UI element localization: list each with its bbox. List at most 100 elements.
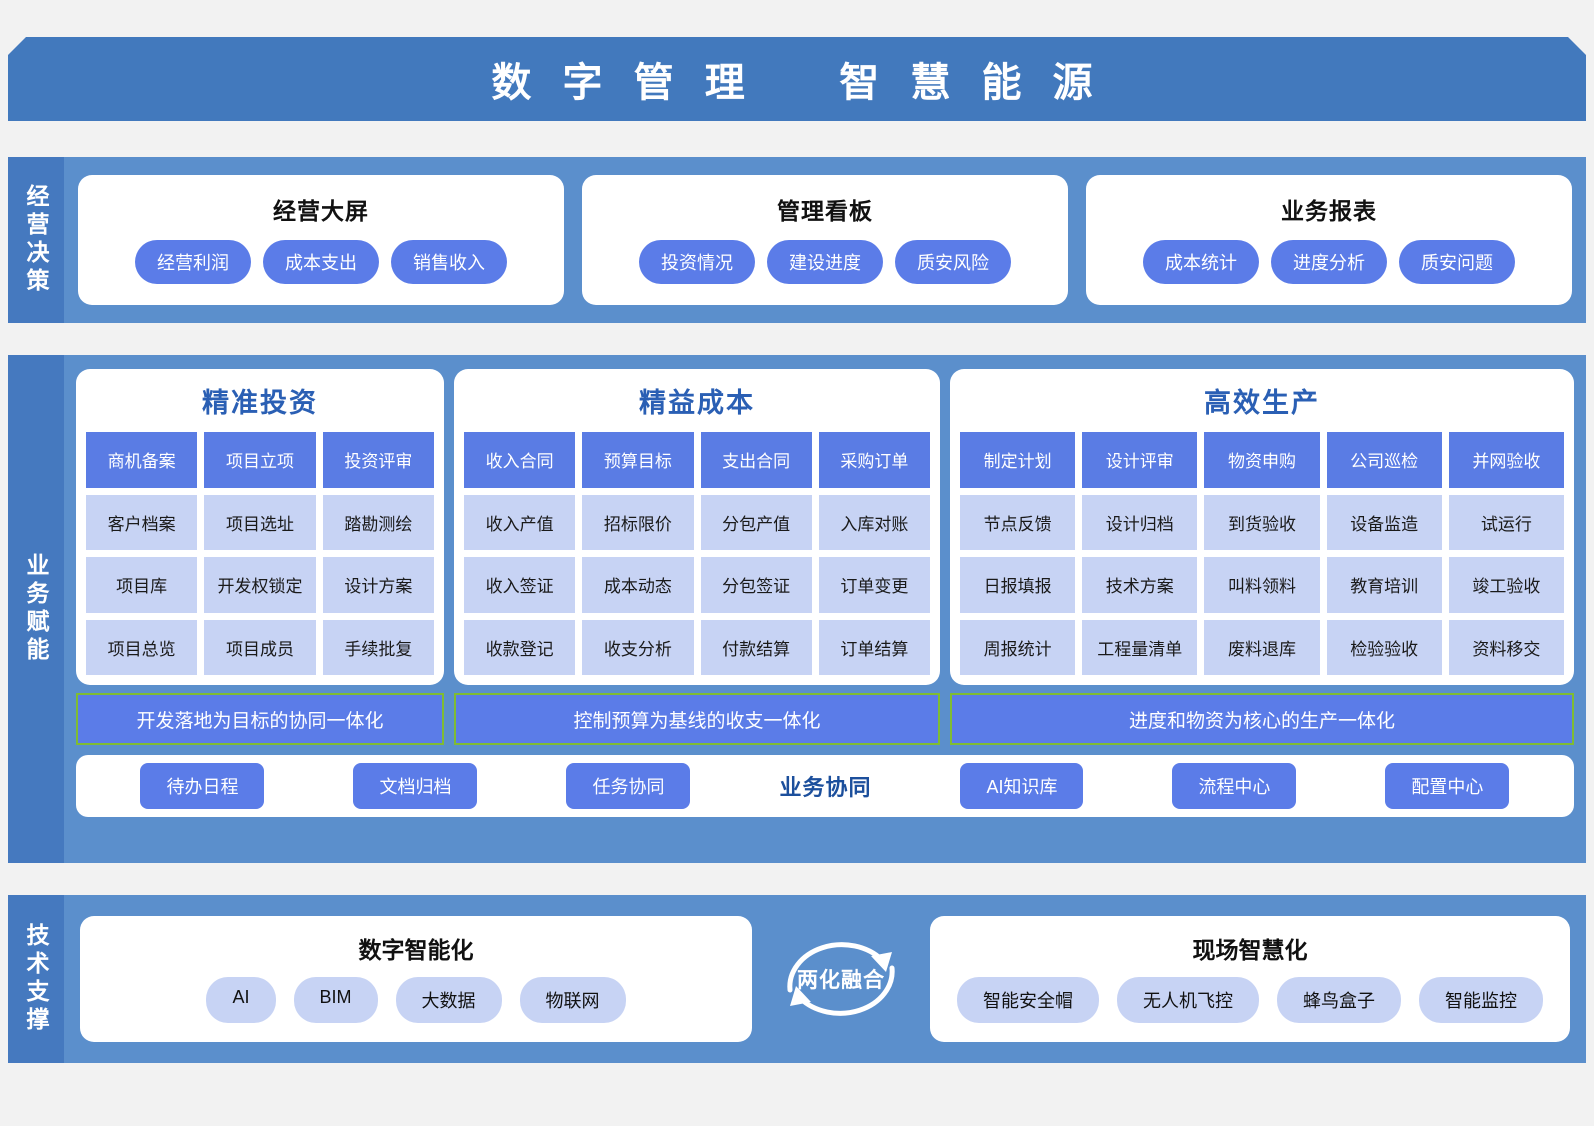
module-cell[interactable]: 资料移交 — [1448, 619, 1564, 675]
module-cell[interactable]: 设计归档 — [1082, 494, 1198, 550]
section-label-decision: 经营决策 — [8, 157, 64, 323]
collab-button-process-center[interactable]: 流程中心 — [1172, 763, 1297, 809]
integration-strip-production: 进度和物资为核心的生产一体化 — [950, 693, 1574, 745]
tech-pill-iot[interactable]: 物联网 — [519, 977, 626, 1023]
pill-button[interactable]: 质安风险 — [895, 240, 1011, 284]
module-cell[interactable]: 试运行 — [1448, 494, 1564, 550]
module-cell[interactable]: 检验验收 — [1326, 619, 1442, 675]
section-label-technology: 技术支撑 — [8, 895, 64, 1063]
collab-button-todo[interactable]: 待办日程 — [140, 763, 265, 809]
module-cell[interactable]: 开发权锁定 — [204, 557, 316, 613]
pill-button[interactable]: 销售收入 — [391, 240, 507, 284]
card-operation-screen[interactable]: 经营大屏 经营利润 成本支出 销售收入 — [78, 175, 564, 305]
module-cell[interactable]: 到货验收 — [1204, 494, 1320, 550]
tech-pill-ai[interactable]: AI — [206, 977, 276, 1023]
module-header-cell[interactable]: 投资评审 — [322, 432, 434, 488]
module-cell[interactable]: 工程量清单 — [1082, 619, 1198, 675]
module-cell[interactable]: 手续批复 — [322, 619, 434, 675]
tech-pill-bim[interactable]: BIM — [293, 977, 378, 1023]
collab-button-task[interactable]: 任务协同 — [566, 763, 691, 809]
collab-button-config-center[interactable]: 配置中心 — [1385, 763, 1510, 809]
card-management-board[interactable]: 管理看板 投资情况 建设进度 质安风险 — [582, 175, 1068, 305]
module-cell[interactable]: 入库对账 — [818, 494, 930, 550]
column-lean-cost: 精益成本 收入合同 预算目标 支出合同 采购订单 收入产值 招标限价 分包产值 … — [454, 369, 940, 685]
card-digital-intelligence: 数字智能化 AI BIM 大数据 物联网 — [80, 916, 752, 1042]
module-cell[interactable]: 收入产值 — [464, 494, 576, 550]
section-technology-body: 数字智能化 AI BIM 大数据 物联网 两化融合 现场智慧化 智能安全帽 无人… — [64, 895, 1586, 1063]
module-cell[interactable]: 订单结算 — [818, 619, 930, 675]
pill-button[interactable]: 成本统计 — [1143, 240, 1259, 284]
empowerment-columns: 精准投资 商机备案 项目立项 投资评审 客户档案 项目选址 踏勘测绘 项目库 开… — [76, 369, 1574, 685]
tech-pill-smart-monitor[interactable]: 智能监控 — [1419, 977, 1543, 1023]
module-header-cell[interactable]: 预算目标 — [582, 432, 694, 488]
module-cell[interactable]: 付款结算 — [700, 619, 812, 675]
tech-pill-hummingbird-box[interactable]: 蜂鸟盒子 — [1277, 977, 1401, 1023]
module-cell[interactable]: 收支分析 — [582, 619, 694, 675]
module-cell[interactable]: 项目成员 — [204, 619, 316, 675]
module-cell[interactable]: 分包产值 — [700, 494, 812, 550]
module-cell[interactable]: 踏勘测绘 — [322, 494, 434, 550]
module-cell[interactable]: 日报填报 — [960, 557, 1076, 613]
module-header-cell[interactable]: 公司巡检 — [1326, 432, 1442, 488]
module-cell[interactable]: 订单变更 — [818, 557, 930, 613]
module-cell[interactable]: 项目总览 — [86, 619, 198, 675]
module-cell[interactable]: 竣工验收 — [1448, 557, 1564, 613]
card-business-report[interactable]: 业务报表 成本统计 进度分析 质安问题 — [1086, 175, 1572, 305]
column-title: 高效生产 — [1204, 388, 1320, 418]
section-empowerment-body: 精准投资 商机备案 项目立项 投资评审 客户档案 项目选址 踏勘测绘 项目库 开… — [64, 355, 1586, 863]
integration-strip-investment: 开发落地为目标的协同一体化 — [76, 693, 444, 745]
pill-button[interactable]: 经营利润 — [135, 240, 251, 284]
module-header-cell[interactable]: 项目立项 — [204, 432, 316, 488]
collab-button-ai-knowledge[interactable]: AI知识库 — [960, 763, 1084, 809]
circular-arrows-icon — [787, 942, 895, 1016]
section-decision-body: 经营大屏 经营利润 成本支出 销售收入 管理看板 投资情况 建设进度 质安风险 … — [64, 157, 1586, 323]
pill-button[interactable]: 质安问题 — [1399, 240, 1515, 284]
module-cell[interactable]: 废料退库 — [1204, 619, 1320, 675]
module-cell[interactable]: 设计方案 — [322, 557, 434, 613]
module-cell[interactable]: 招标限价 — [582, 494, 694, 550]
tech-pill-smart-helmet[interactable]: 智能安全帽 — [957, 977, 1099, 1023]
module-grid-cost: 收入合同 预算目标 支出合同 采购订单 收入产值 招标限价 分包产值 入库对账 … — [464, 432, 930, 675]
pill-row: 智能安全帽 无人机飞控 蜂鸟盒子 智能监控 — [957, 977, 1543, 1023]
module-cell[interactable]: 收入签证 — [464, 557, 576, 613]
module-header-cell[interactable]: 采购订单 — [818, 432, 930, 488]
pill-button[interactable]: 投资情况 — [639, 240, 755, 284]
module-header-cell[interactable]: 制定计划 — [960, 432, 1076, 488]
pill-row: 投资情况 建设进度 质安风险 — [639, 240, 1011, 284]
column-title: 精益成本 — [639, 388, 755, 418]
module-cell[interactable]: 分包签证 — [700, 557, 812, 613]
pill-row: 经营利润 成本支出 销售收入 — [135, 240, 507, 284]
collab-button-document[interactable]: 文档归档 — [353, 763, 478, 809]
fusion-label: 两化融合 — [797, 969, 885, 992]
module-cell[interactable]: 收款登记 — [464, 619, 576, 675]
module-header-cell[interactable]: 支出合同 — [700, 432, 812, 488]
card-title: 现场智慧化 — [1192, 937, 1308, 963]
module-header-cell[interactable]: 商机备案 — [86, 432, 198, 488]
module-cell[interactable]: 设备监造 — [1326, 494, 1442, 550]
module-header-cell[interactable]: 设计评审 — [1082, 432, 1198, 488]
pill-button[interactable]: 建设进度 — [767, 240, 883, 284]
module-cell[interactable]: 教育培训 — [1326, 557, 1442, 613]
pill-row: AI BIM 大数据 物联网 — [206, 977, 626, 1023]
section-label-empowerment: 业务赋能 — [8, 355, 64, 863]
module-cell[interactable]: 叫料领料 — [1204, 557, 1320, 613]
pill-button[interactable]: 进度分析 — [1271, 240, 1387, 284]
section-technology: 技术支撑 数字智能化 AI BIM 大数据 物联网 两化融合 现场智慧化 智能安 — [8, 895, 1586, 1063]
integration-strip-cost: 控制预算为基线的收支一体化 — [454, 693, 940, 745]
module-cell[interactable]: 技术方案 — [1082, 557, 1198, 613]
tech-pill-drone[interactable]: 无人机飞控 — [1117, 977, 1259, 1023]
module-cell[interactable]: 节点反馈 — [960, 494, 1076, 550]
module-cell[interactable]: 周报统计 — [960, 619, 1076, 675]
module-cell[interactable]: 成本动态 — [582, 557, 694, 613]
column-title: 精准投资 — [202, 388, 318, 418]
module-cell[interactable]: 项目选址 — [204, 494, 316, 550]
integration-strips: 开发落地为目标的协同一体化 控制预算为基线的收支一体化 进度和物资为核心的生产一… — [76, 693, 1574, 745]
module-cell[interactable]: 客户档案 — [86, 494, 198, 550]
tech-pill-bigdata[interactable]: 大数据 — [395, 977, 502, 1023]
collaboration-bar: 待办日程 文档归档 任务协同 业务协同 AI知识库 流程中心 配置中心 — [76, 755, 1574, 817]
module-cell[interactable]: 项目库 — [86, 557, 198, 613]
pill-button[interactable]: 成本支出 — [263, 240, 379, 284]
module-header-cell[interactable]: 并网验收 — [1448, 432, 1564, 488]
module-header-cell[interactable]: 物资申购 — [1204, 432, 1320, 488]
module-header-cell[interactable]: 收入合同 — [464, 432, 576, 488]
